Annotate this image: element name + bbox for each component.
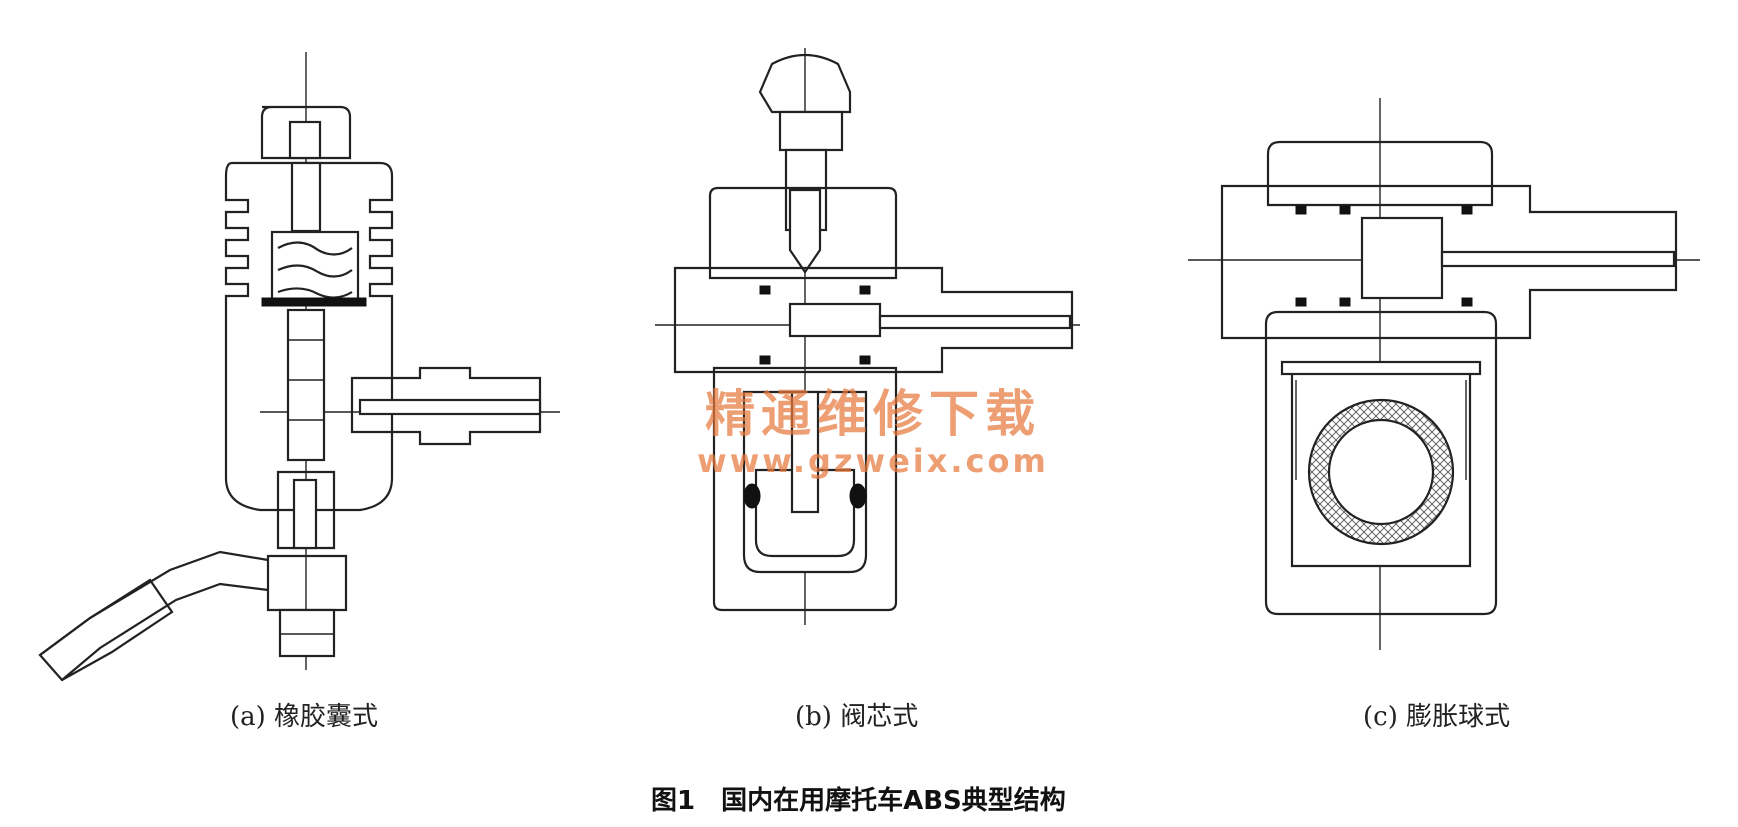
caption-a: (a) 橡胶囊式 xyxy=(230,702,379,732)
figure-number: 图1 xyxy=(651,786,696,816)
drawing-c-expansion-ball xyxy=(1188,98,1700,650)
figure-caption: 图1 国内在用摩托车ABS典型结构 xyxy=(651,780,1066,817)
drawing-b-valve-core xyxy=(655,48,1080,625)
caption-c: (c) 膨胀球式 xyxy=(1363,702,1511,732)
caption-b: (b) 阀芯式 xyxy=(795,702,919,732)
figure-title: 国内在用摩托车ABS典型结构 xyxy=(721,786,1066,816)
drawing-a-rubber-bladder xyxy=(38,52,560,682)
